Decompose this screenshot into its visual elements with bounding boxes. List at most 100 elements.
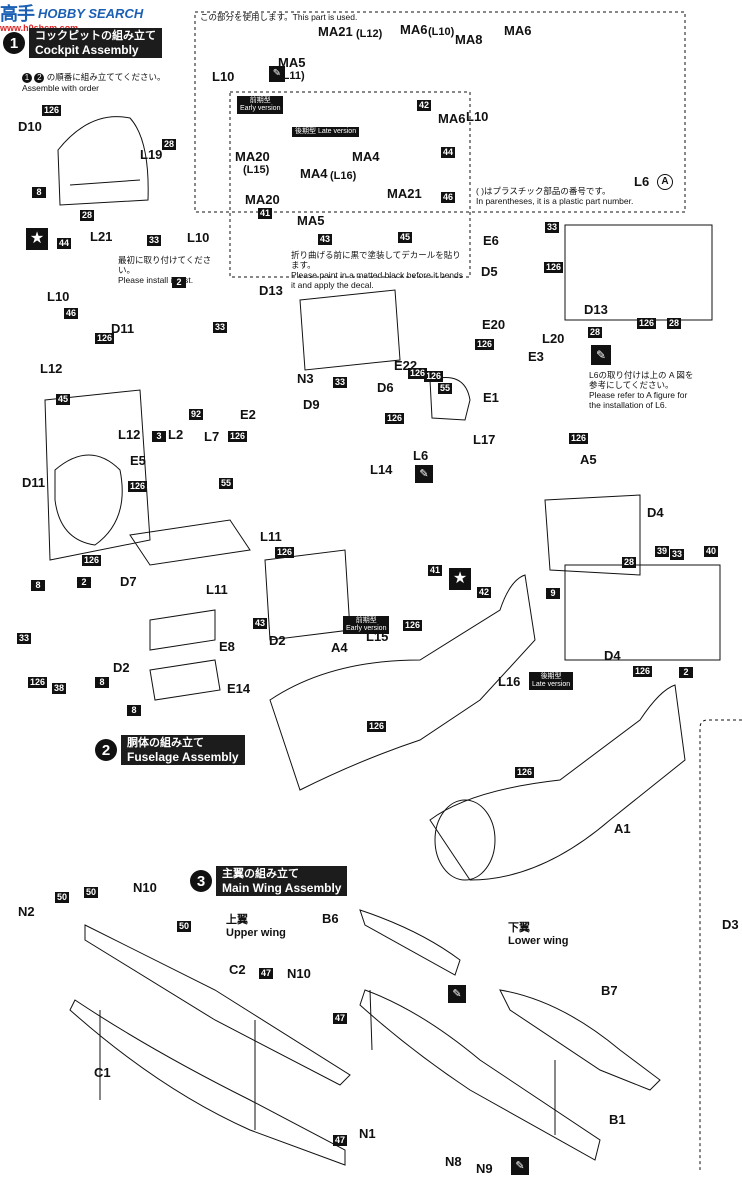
part-number-47: 47 (333, 1135, 348, 1146)
watermark-logo: 高手 HOBBY SEARCH (0, 0, 143, 26)
paint-number-126: 126 (424, 371, 444, 382)
paint-number-126: 126 (403, 620, 423, 631)
early-version-en: Early version (346, 625, 387, 632)
part-number-41: 41 (258, 208, 273, 219)
part-label-e2: E2 (240, 407, 256, 422)
star-icon: ★ (449, 568, 471, 590)
section-number: 1 (3, 32, 25, 54)
paint-brush-icon: ✎ (448, 985, 466, 1003)
early-version-tag: 前期型 Early version (237, 96, 284, 114)
upper-wing-label: 上翼 Upper wing (226, 914, 286, 940)
part-label-e20: E20 (482, 317, 506, 332)
paint-number-92: 92 (189, 409, 204, 420)
lower-wing-label: 下翼 Lower wing (508, 922, 569, 948)
upper-wing-en: Upper wing (226, 927, 286, 939)
part-label-l19: L19 (140, 147, 163, 162)
part-label-l10: L10 (212, 69, 235, 84)
part-number-42: 42 (477, 587, 492, 598)
part-label-ma21-plastic: (L12) (356, 28, 383, 40)
section-header-fuselage: 2 胴体の組み立て Fuselage Assembly (95, 735, 245, 765)
part-number-46: 46 (441, 192, 456, 203)
paint-number-33: 33 (17, 633, 32, 644)
early-version-en: Early version (240, 105, 281, 112)
paint-number-126: 126 (128, 481, 148, 492)
paint-number-33: 33 (333, 377, 348, 388)
part-label-n9: N9 (476, 1161, 493, 1176)
part-label-l2: L2 (168, 427, 184, 442)
plastic-note-en: In parentheses, it is a plastic part num… (476, 196, 634, 206)
paint-number-55: 55 (438, 383, 453, 394)
paint-brush-icon: ✎ (415, 465, 433, 483)
part-number-50: 50 (55, 892, 70, 903)
l6-note-jp: L6の取り付けは上の A 図を参考にしてください。 (589, 370, 694, 390)
paint-number-126: 126 (42, 105, 62, 116)
part-number-47: 47 (333, 1013, 348, 1024)
paint-number-2: 2 (679, 667, 693, 678)
paint-number-33: 33 (213, 322, 228, 333)
part-label-l17: L17 (473, 432, 496, 447)
plastic-note-jp: ( )はプラスチック部品の番号です。 (476, 186, 611, 196)
part-label-e5: E5 (130, 453, 146, 468)
part-label-e14: E14 (227, 681, 251, 696)
paint-number-28: 28 (667, 318, 682, 329)
l6-note-en: Please refer to A figure for the install… (589, 390, 688, 410)
hobby-search-logo: 高手 (0, 4, 35, 24)
paint-number-126: 126 (385, 413, 405, 424)
paint-number-126: 126 (82, 555, 102, 566)
order-note-jp: の順番に組み立ててください。 (46, 72, 166, 82)
part-label-b6: B6 (322, 911, 339, 926)
star-icon: ★ (26, 228, 48, 250)
paint-number-28: 28 (162, 139, 177, 150)
bend-note-en: Please paint in a matted black before it… (291, 270, 463, 290)
part-label-l15: L15 (366, 629, 389, 644)
part-label-e6: E6 (483, 233, 499, 248)
part-number-42: 42 (417, 100, 432, 111)
paint-brush-icon: ✎ (269, 66, 285, 82)
part-label-c1: C1 (94, 1065, 111, 1080)
part-label-n1: N1 (359, 1126, 376, 1141)
part-label-ma6-c: MA6 (504, 23, 532, 38)
paint-brush-icon: ✎ (591, 345, 611, 365)
paint-number-33: 33 (147, 235, 162, 246)
paint-number-126: 126 (475, 339, 495, 350)
part-label-ma5-b: MA5 (297, 213, 325, 228)
part-label-ma6-plastic: (L10) (428, 26, 455, 38)
late-version-jp: 後期型 (295, 128, 316, 135)
part-label-l10-b: L10 (466, 109, 489, 124)
order-note-en: Assemble with order (22, 82, 100, 93)
part-label-l20: L20 (542, 331, 565, 346)
part-label-ma20-plastic: (L15) (243, 164, 270, 176)
paint-number-126: 126 (275, 547, 295, 558)
part-label-l12-b: L12 (118, 427, 141, 442)
part-label-n8: N8 (445, 1154, 462, 1169)
part-label-e1: E1 (483, 390, 499, 405)
early-version-tag: 前期型 Early version (343, 616, 390, 634)
paint-number-8: 8 (95, 677, 109, 688)
part-label-ma6: MA6 (400, 22, 428, 37)
section-title-jp: 主翼の組み立て (222, 868, 299, 880)
paint-number-126: 126 (408, 368, 428, 379)
part-label-d6: D6 (377, 380, 394, 395)
part-label-b1: B1 (609, 1112, 626, 1127)
part-number-45: 45 (398, 232, 413, 243)
part-label-l21: L21 (90, 229, 113, 244)
part-number-44: 44 (57, 238, 72, 249)
part-label-l11: L11 (260, 529, 282, 544)
late-version-tag: 後期型 Late version (292, 127, 360, 137)
paint-number-8: 8 (32, 187, 46, 198)
part-label-ma20: MA20 (235, 149, 270, 164)
detail-dashed-box (229, 91, 471, 278)
section-title-jp: コックピットの組み立て (35, 30, 156, 42)
watermark-text: HOBBY SEARCH (38, 5, 144, 21)
part-number-41: 41 (428, 565, 443, 576)
part-label-l14: L14 (370, 462, 393, 477)
paint-number-126: 126 (95, 333, 115, 344)
paint-number-2: 2 (172, 277, 186, 288)
paint-number-8: 8 (127, 705, 141, 716)
part-label-c2: C2 (229, 962, 246, 977)
part-label-e8: E8 (219, 639, 235, 654)
part-label-ma5: MA5 (278, 55, 306, 70)
part-label-ma21-b: MA21 (387, 186, 422, 201)
part-label-d13: D13 (259, 283, 283, 298)
